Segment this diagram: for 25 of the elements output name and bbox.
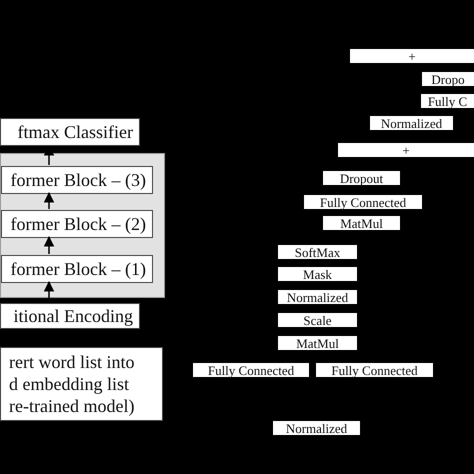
layer-box: Scale	[278, 313, 357, 327]
process-box: ftmax Classifier	[0, 118, 140, 146]
process-box: former Block – (2)	[1, 210, 153, 238]
layer-box: Normalized	[278, 290, 357, 304]
layer-box: Fully Connected	[304, 195, 422, 209]
layer-box: +	[350, 49, 474, 63]
layer-box: Normalized	[273, 421, 360, 435]
process-box: rert word list into d embedding list re-trained model)	[0, 347, 163, 421]
process-box: former Block – (1)	[1, 255, 153, 283]
layer-box: MatMul	[278, 336, 357, 350]
layer-box: +	[338, 143, 474, 157]
layer-box: Fully Connected	[316, 363, 433, 377]
arrow	[44, 192, 54, 209]
layer-box: Fully Connected	[193, 363, 309, 377]
layer-box: Dropout	[323, 171, 400, 185]
process-box: former Block – (3)	[1, 166, 153, 194]
layer-box: MatMul	[323, 216, 400, 230]
arrow	[44, 236, 54, 254]
layer-box: Fully C	[421, 94, 474, 108]
layer-box: SoftMax	[278, 245, 357, 259]
layer-box: Mask	[278, 267, 357, 281]
panel-background	[0, 153, 165, 298]
layer-box: Dropo	[422, 72, 474, 86]
layer-box: Normalized	[370, 116, 453, 130]
process-box: itional Encoding	[0, 303, 140, 329]
